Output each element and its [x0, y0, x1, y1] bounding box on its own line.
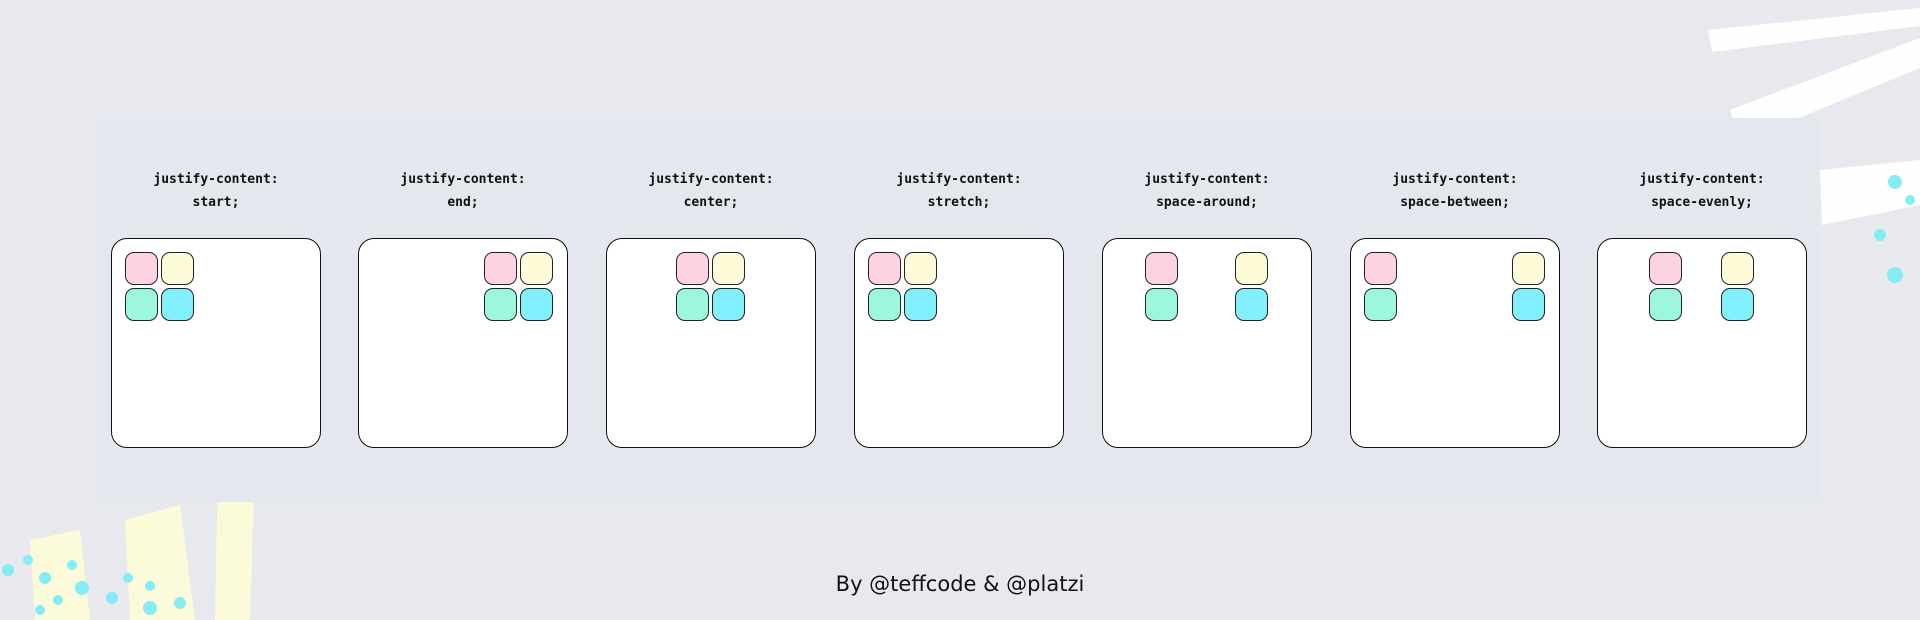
grid-item-2 — [904, 252, 937, 285]
label-value: space-around; — [1156, 195, 1258, 210]
grid-item-3 — [1649, 288, 1683, 321]
example-center: justify-content: center; — [605, 168, 817, 448]
grid-item-1 — [675, 252, 709, 285]
label-property: justify-content: — [1639, 172, 1765, 187]
grid-item-3 — [868, 288, 901, 321]
label-property: justify-content: — [896, 172, 1022, 187]
grid-container — [111, 238, 321, 448]
label-property: justify-content: — [1392, 172, 1518, 187]
example-stretch: justify-content: stretch; — [853, 168, 1065, 448]
example-start: justify-content: start; — [110, 168, 322, 448]
example-space-evenly: justify-content: space-evenly; — [1596, 168, 1808, 448]
example-space-around: justify-content: space-around; — [1101, 168, 1313, 448]
example-label: justify-content: start; — [153, 168, 278, 228]
grid-item-1 — [483, 252, 517, 285]
grid-item-4 — [711, 288, 745, 321]
grid-item-1 — [1144, 252, 1178, 285]
label-property: justify-content: — [648, 172, 774, 187]
grid-item-4 — [161, 288, 194, 321]
grid-item-4 — [1720, 288, 1754, 321]
label-property: justify-content: — [1144, 172, 1270, 187]
grid-item-4 — [904, 288, 937, 321]
grid-item-4 — [519, 288, 553, 321]
grid-item-1 — [868, 252, 901, 285]
label-value: stretch; — [927, 195, 991, 210]
label-value: space-between; — [1400, 195, 1510, 210]
example-label: justify-content: stretch; — [896, 168, 1021, 228]
grid-container — [1102, 238, 1312, 448]
grid-item-3 — [483, 288, 517, 321]
grid-item-3 — [125, 288, 158, 321]
grid-item-1 — [1364, 252, 1397, 285]
example-label: justify-content: end; — [400, 168, 525, 228]
grid-item-2 — [711, 252, 745, 285]
example-space-between: justify-content: space-between; — [1349, 168, 1561, 448]
label-value: start; — [192, 195, 240, 210]
example-label: justify-content: space-evenly; — [1639, 168, 1764, 228]
grid-item-2 — [1720, 252, 1754, 285]
grid-container — [358, 238, 568, 448]
label-value: space-evenly; — [1651, 195, 1753, 210]
grid-container — [854, 238, 1064, 448]
grid-item-2 — [161, 252, 194, 285]
grid-container — [1350, 238, 1560, 448]
example-label: justify-content: space-around; — [1144, 168, 1269, 228]
grid-item-1 — [125, 252, 158, 285]
grid-container — [606, 238, 816, 448]
label-property: justify-content: — [153, 172, 279, 187]
example-label: justify-content: space-between; — [1392, 168, 1517, 228]
label-value: end; — [447, 195, 479, 210]
grid-item-2 — [1235, 252, 1269, 285]
grid-item-2 — [1511, 252, 1545, 285]
grid-item-3 — [675, 288, 709, 321]
grid-item-3 — [1144, 288, 1178, 321]
example-label: justify-content: center; — [648, 168, 773, 228]
grid-item-4 — [1511, 288, 1545, 321]
grid-item-3 — [1364, 288, 1397, 321]
grid-item-1 — [1649, 252, 1683, 285]
grid-container — [1597, 238, 1807, 448]
label-property: justify-content: — [400, 172, 526, 187]
grid-item-2 — [519, 252, 553, 285]
grid-item-4 — [1235, 288, 1269, 321]
example-end: justify-content: end; — [357, 168, 569, 448]
footer-credit: By @teffcode & @platzi — [835, 572, 1085, 596]
label-value: center; — [683, 195, 739, 210]
